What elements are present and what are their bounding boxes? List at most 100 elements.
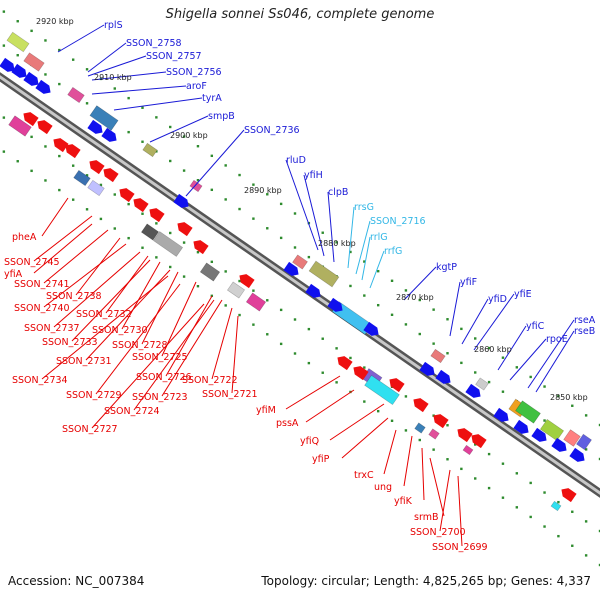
gene-label-srmB[interactable]: srmB [414, 512, 438, 523]
leader-line [53, 251, 141, 328]
gene-label-yfiC[interactable]: yfiC [526, 321, 545, 332]
gene-label-pssA[interactable]: pssA [276, 418, 299, 429]
gene-label-yfiP[interactable]: yfiP [312, 454, 330, 465]
gene-label-SSON_2731[interactable]: SSON_2731 [56, 356, 112, 367]
grid-dot [501, 390, 505, 393]
leader-line [149, 115, 209, 143]
grid-dot [501, 356, 505, 359]
gene-label-SSON_2738[interactable]: SSON_2738 [46, 291, 102, 302]
gene-label-SSON_2724[interactable]: SSON_2724 [104, 406, 160, 417]
gene-label-SSON_2730[interactable]: SSON_2730 [92, 325, 148, 336]
gene-label-SSON_2728[interactable]: SSON_2728 [112, 340, 168, 351]
gene-label-rseB[interactable]: rseB [574, 326, 595, 337]
grid-dot [99, 183, 103, 187]
gene-label-SSON_2727[interactable]: SSON_2727 [62, 424, 118, 435]
gene-label-rrfG[interactable]: rrfG [384, 246, 402, 257]
leader-line [33, 215, 93, 262]
gene-label-yfiK[interactable]: yfiK [394, 496, 413, 507]
genome-backbone-highlight [0, 75, 600, 495]
grid-dot [58, 188, 61, 192]
gene-label-SSON_2745[interactable]: SSON_2745 [4, 257, 60, 268]
gene-label-SSON_2726[interactable]: SSON_2726 [136, 372, 192, 383]
gene-label-SSON_2700[interactable]: SSON_2700 [410, 527, 466, 538]
gene-label-rrsG[interactable]: rrsG [354, 202, 374, 213]
gene-box [67, 86, 85, 104]
grid-dot [85, 208, 89, 211]
leader-line [185, 129, 245, 197]
reverse-gene-arrow [177, 222, 193, 237]
grid-dot [279, 202, 283, 206]
gene-label-SSON_2723[interactable]: SSON_2723 [132, 392, 188, 403]
grid-dot [487, 486, 491, 490]
gene-label-SSON_2733[interactable]: SSON_2733 [42, 337, 98, 348]
gene-label-SSON_2737[interactable]: SSON_2737 [24, 323, 80, 334]
gene-label-yfiF[interactable]: yfiF [460, 277, 477, 288]
gene-label-SSON_2756[interactable]: SSON_2756 [166, 67, 222, 78]
leader-line [85, 269, 171, 361]
grid-dot [58, 82, 61, 86]
leader-line [361, 236, 371, 281]
grid-dot [182, 275, 186, 278]
grid-dot [113, 227, 116, 230]
gene-label-smpB[interactable]: smpB [208, 111, 235, 122]
gene-label-SSON_2699[interactable]: SSON_2699 [432, 542, 488, 553]
grid-dot [85, 68, 89, 71]
grid-dot [584, 414, 588, 417]
grid-dot [418, 298, 421, 302]
gene-label-SSON_2721[interactable]: SSON_2721 [202, 389, 258, 400]
leader-line [71, 259, 151, 342]
gene-label-rpoE[interactable]: rpoE [546, 334, 568, 345]
gene-label-SSON_2716[interactable]: SSON_2716 [370, 216, 426, 227]
grid-dot [307, 361, 311, 365]
grid-dot [155, 256, 158, 259]
grid-dot [16, 160, 19, 163]
gene-label-yfiH[interactable]: yfiH [304, 170, 323, 181]
gene-label-SSON_2758[interactable]: SSON_2758 [126, 38, 182, 49]
leader-line [497, 325, 527, 371]
gene-label-rrlG[interactable]: rrlG [370, 232, 388, 243]
leader-line [403, 435, 413, 487]
grid-dot [474, 443, 477, 446]
gene-label-SSON_2734[interactable]: SSON_2734 [12, 375, 68, 386]
leader-line [439, 469, 451, 532]
gene-label-SSON_2729[interactable]: SSON_2729 [66, 390, 122, 401]
gene-label-SSON_2722[interactable]: SSON_2722 [182, 375, 238, 386]
grid-dot [238, 207, 241, 211]
gene-label-tyrA[interactable]: tyrA [202, 93, 222, 104]
gene-label-kgtP[interactable]: kgtP [436, 262, 457, 273]
leader-line [369, 250, 385, 289]
gene-label-rplS[interactable]: rplS [104, 20, 123, 31]
gene-label-trxC[interactable]: trxC [354, 470, 374, 481]
grid-dot [571, 510, 574, 513]
gene-label-yfiD[interactable]: yfiD [488, 294, 507, 305]
grid-dot [293, 212, 297, 215]
gene-label-rseA[interactable]: rseA [574, 315, 596, 326]
gene-label-ung[interactable]: ung [374, 482, 392, 493]
leader-line [161, 299, 223, 397]
gene-label-yfiM[interactable]: yfiM [256, 405, 276, 416]
gene-label-yfiQ[interactable]: yfiQ [300, 436, 319, 447]
leader-line [43, 243, 127, 308]
gene-label-SSON_2757[interactable]: SSON_2757 [146, 51, 202, 62]
gene-label-SSON_2741[interactable]: SSON_2741 [14, 279, 70, 290]
leader-line [165, 295, 213, 377]
forward-gene-arrow [101, 127, 117, 142]
gene-label-SSON_2736[interactable]: SSON_2736 [244, 125, 300, 136]
grid-dot [155, 116, 158, 119]
gene-label-SSON_2740[interactable]: SSON_2740 [14, 303, 70, 314]
gene-label-SSON_2732[interactable]: SSON_2732 [76, 309, 132, 320]
gene-label-yfiA[interactable]: yfiA [4, 269, 23, 280]
gene-label-aroF[interactable]: aroF [186, 81, 207, 92]
gene-label-yfiE[interactable]: yfiE [514, 289, 532, 300]
gene-label-SSON_2725[interactable]: SSON_2725 [132, 352, 188, 363]
forward-gene-arrow [465, 383, 481, 398]
gene-label-clpB[interactable]: clpB [328, 187, 348, 198]
grid-dot [266, 227, 269, 230]
leader-line [91, 71, 167, 81]
gene-label-rluD[interactable]: rluD [286, 155, 306, 166]
gene-label-pheA[interactable]: pheA [12, 232, 37, 243]
grid-dot [529, 515, 532, 519]
leader-line [509, 338, 547, 381]
grid-dot [501, 496, 505, 499]
